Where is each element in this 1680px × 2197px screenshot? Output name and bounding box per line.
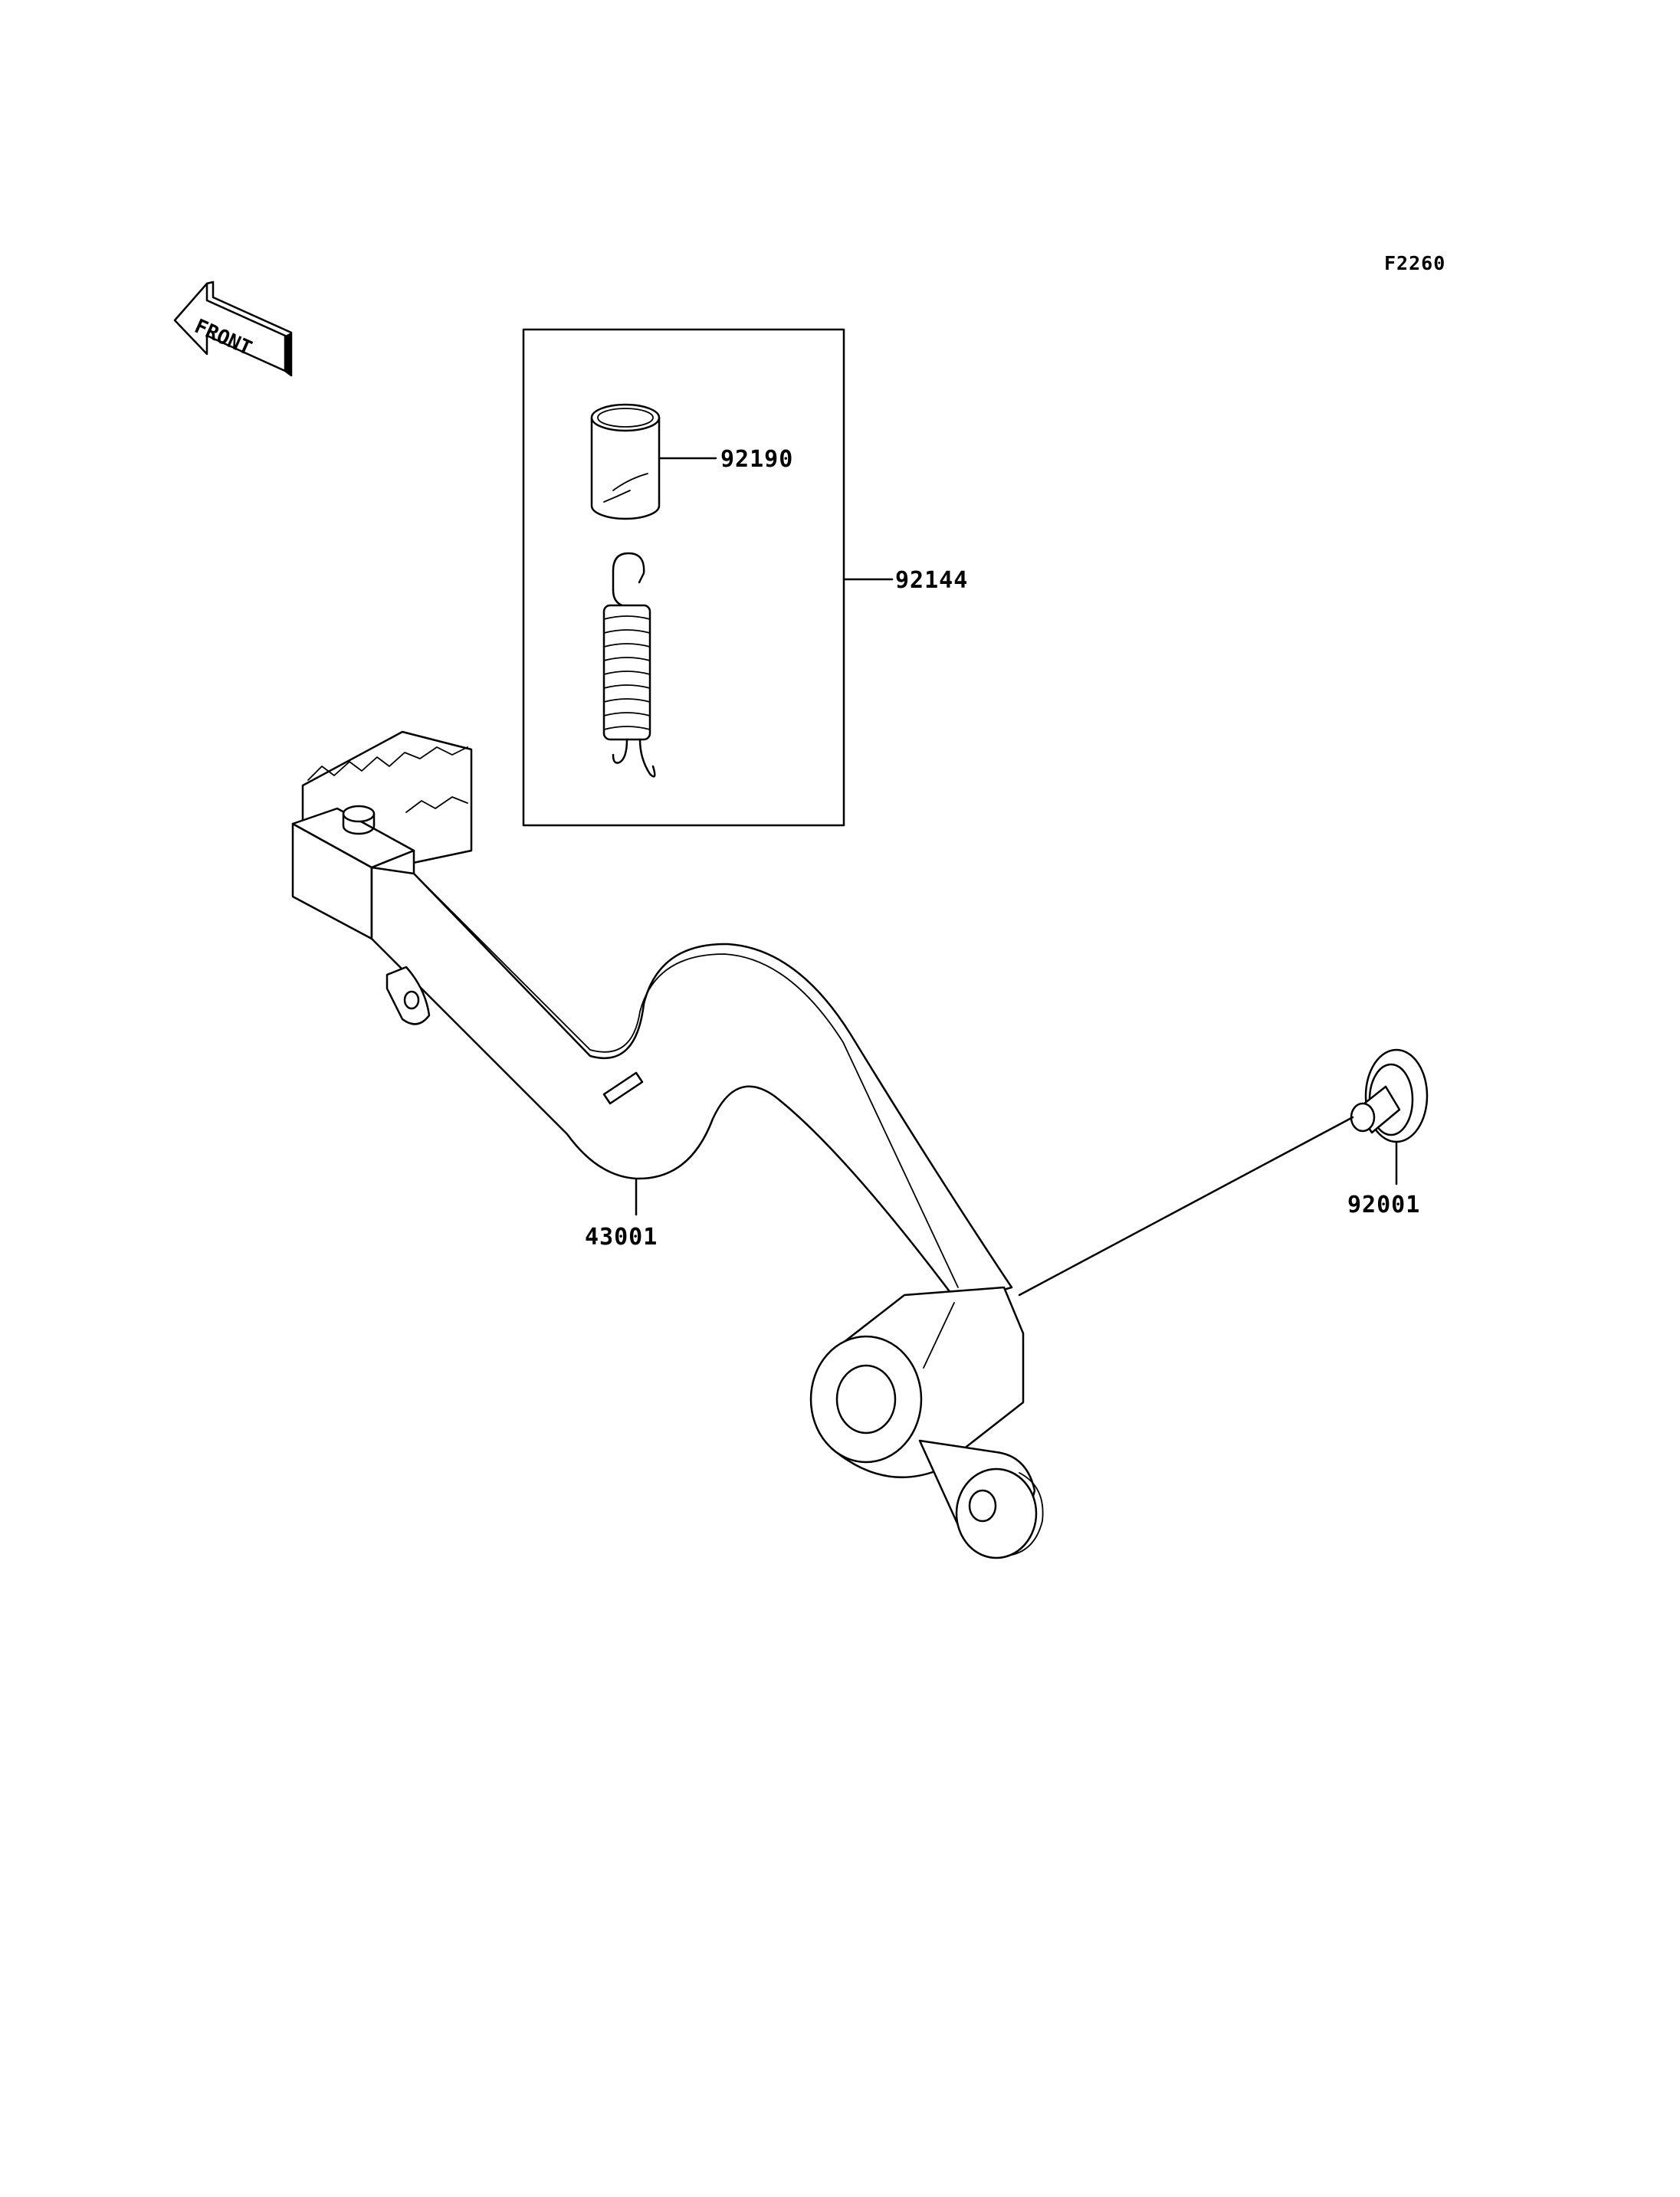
part-number-92144: 92144 — [895, 567, 968, 594]
front-arrow-icon: FRONT — [173, 280, 293, 377]
spring-icon — [602, 552, 656, 778]
sleeve-part — [590, 403, 661, 520]
part-number-92001: 92001 — [1347, 1192, 1420, 1218]
part-number-92190: 92190 — [720, 446, 793, 473]
kit-box — [522, 328, 845, 827]
pivot-bolt-part — [1350, 1048, 1429, 1143]
part-number-43001: 43001 — [585, 1224, 658, 1251]
figure-code: F2260 — [1384, 252, 1445, 274]
assembly-line-bolt — [1018, 1116, 1354, 1297]
brake-pedal-part — [291, 730, 1044, 1559]
